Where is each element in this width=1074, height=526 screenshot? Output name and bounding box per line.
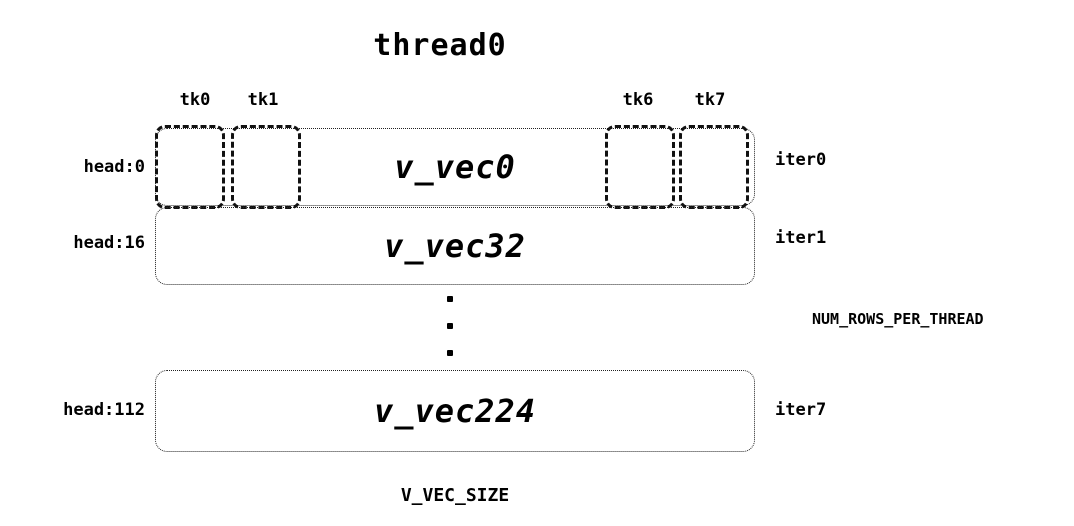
vec-label-iter1: v_vec32 <box>384 227 526 265</box>
iter0-label: iter0 <box>775 150 827 170</box>
iter7-label: iter7 <box>775 400 827 420</box>
vec-label-iter7: v_vec224 <box>373 392 537 430</box>
tk1-label: tk1 <box>247 90 279 110</box>
head-label-16: head:16 <box>73 233 145 253</box>
ellipsis-dot <box>447 296 453 302</box>
vec-row-iter7: v_vec224 <box>155 370 755 452</box>
vec-row-iter0: v_vec0 <box>155 128 755 206</box>
ellipsis-dot <box>447 323 453 329</box>
tk6-box <box>605 125 675 209</box>
tk0-box <box>155 125 225 209</box>
tk0-label: tk0 <box>179 90 211 110</box>
head-label-112: head:112 <box>63 400 145 420</box>
vec-row-iter1: v_vec32 <box>155 207 755 285</box>
tk7-box <box>679 125 749 209</box>
head-label-0: head:0 <box>83 157 145 177</box>
iter1-label: iter1 <box>775 228 827 248</box>
tk7-label: tk7 <box>694 90 726 110</box>
vec-label-iter0: v_vec0 <box>394 148 516 186</box>
v-vec-size-label: V_VEC_SIZE <box>400 485 510 506</box>
vertical-ellipsis-icon <box>443 296 457 356</box>
ellipsis-dot <box>447 350 453 356</box>
tk1-box <box>231 125 301 209</box>
tk6-label: tk6 <box>622 90 654 110</box>
diagram-title: thread0 <box>373 28 507 63</box>
num-rows-per-thread-label: NUM_ROWS_PER_THREAD <box>812 310 984 328</box>
